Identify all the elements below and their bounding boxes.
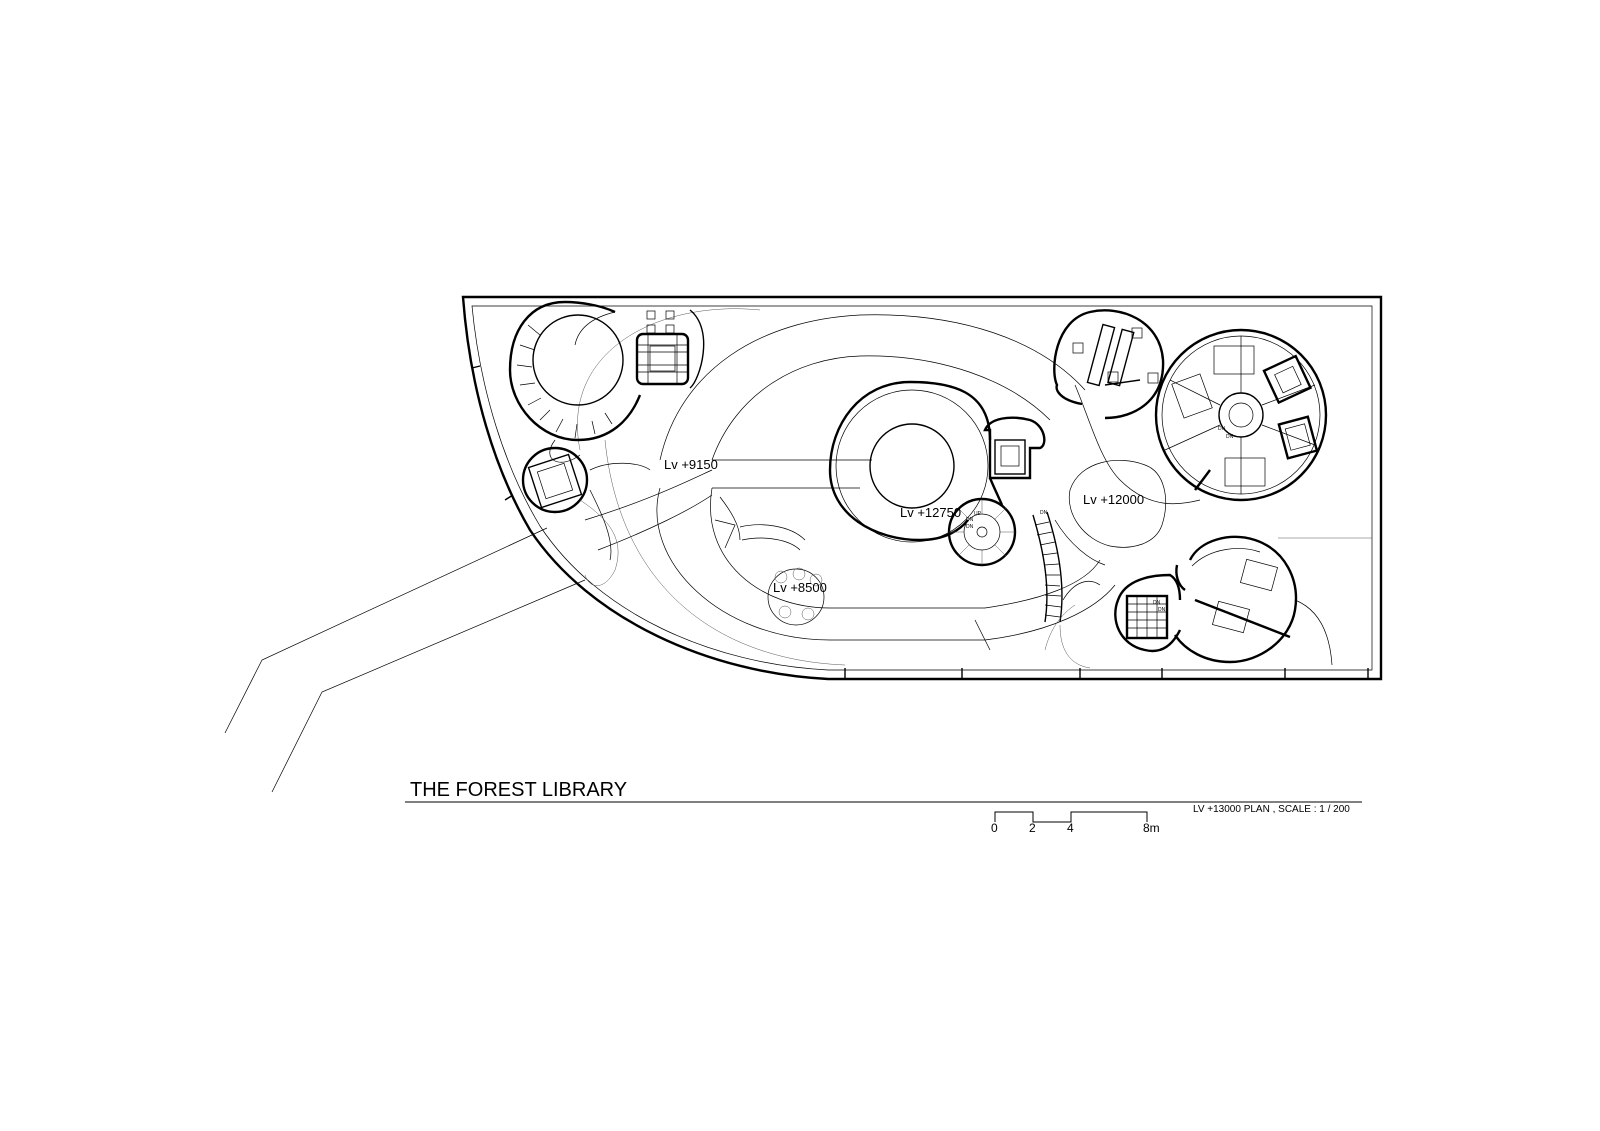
stair-dn-mark-pod: DN: [1218, 426, 1226, 432]
stair-up-mark-central: UP: [974, 511, 982, 517]
toilet-pod: [1053, 309, 1165, 420]
level-label-12000: Lv +12000: [1083, 492, 1144, 507]
mezzanine-lower: [714, 496, 825, 626]
platform-oval: [1054, 384, 1201, 566]
central-reading-drum: [828, 380, 1046, 543]
scale-tick-8m: 8m: [1143, 821, 1160, 835]
title-block: THE FOREST LIBRARY LV +13000 PLAN , SCAL…: [405, 779, 1362, 815]
scale-bar: 0 2 4 8m: [991, 811, 1160, 835]
scale-tick-2: 2: [1029, 821, 1036, 835]
stair-pod-south: DN DN: [1114, 564, 1186, 653]
plan-caption: LV +13000 PLAN , SCALE : 1 / 200: [1193, 804, 1350, 815]
scale-tick-0: 0: [991, 821, 998, 835]
lift-pod-west: [521, 446, 651, 561]
curved-stair-run: DN: [1032, 510, 1063, 623]
stair-dn-mark-central-2: DN: [966, 524, 974, 530]
level-label-9150: Lv +9150: [664, 457, 718, 472]
stair-dn-mark-south: DN: [1153, 600, 1161, 606]
stair-dn-mark-central: DN: [966, 517, 974, 523]
stair-dn-mark-south-2: DN: [1158, 607, 1166, 613]
facade-mullions: [471, 365, 1369, 680]
spiral-stair-central: UP DN DN: [947, 497, 1017, 567]
drawing-title: THE FOREST LIBRARY: [410, 779, 627, 801]
access-bridge: [224, 527, 586, 793]
meeting-pod: [1174, 535, 1372, 666]
stair-dn-mark-pod-2: DN: [1226, 434, 1234, 440]
spiral-stair-northwest: [508, 300, 642, 463]
scale-tick-4: 4: [1067, 821, 1074, 835]
stair-core-north: [635, 309, 705, 389]
circulation-ring: [577, 308, 1116, 669]
level-label-12750: Lv +12750: [900, 505, 961, 520]
level-label-8500: Lv +8500: [773, 580, 827, 595]
building-outline: [461, 295, 1383, 681]
stair-dn-mark-run: DN: [1040, 510, 1048, 516]
study-room-pod: DN DN: [1154, 328, 1328, 502]
